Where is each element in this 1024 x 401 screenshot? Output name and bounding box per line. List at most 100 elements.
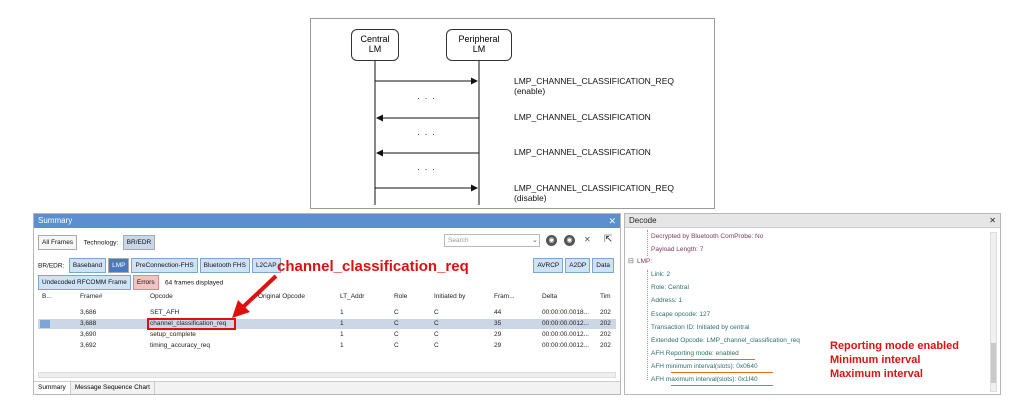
search-input[interactable]: Search: [444, 234, 540, 247]
peripheral-lm-label-2: LM: [472, 44, 486, 54]
table-row[interactable]: 3,688 channel_classification_req 1 C C 3…: [38, 319, 616, 329]
cell-initiated-by: C: [434, 320, 439, 327]
peripheral-lm-box: Peripheral LM: [446, 29, 512, 61]
decode-line[interactable]: Address: 1: [651, 297, 683, 304]
cell-role: C: [394, 309, 399, 316]
tab-preconnection-fhs[interactable]: PreConnection-FHS: [131, 258, 198, 274]
tab-baseband[interactable]: Baseband: [68, 258, 107, 274]
decode-line[interactable]: AFH minimum interval(slots): 0x0640: [651, 363, 758, 370]
cell-role: C: [394, 331, 399, 338]
decode-line[interactable]: Transaction ID: Initiated by central: [651, 324, 750, 331]
cell-opcode: setup_complete: [150, 331, 196, 338]
tree-guide: [647, 230, 648, 256]
decode-line[interactable]: AFH Reporting mode: enabled: [651, 350, 739, 357]
tab-data[interactable]: Data: [592, 258, 614, 274]
tab-bluetooth-fhs[interactable]: Bluetooth FHS: [199, 258, 250, 274]
sequence-diagram: Central LM Peripheral LM LMP_CHANNEL_CLA…: [310, 18, 715, 209]
all-frames-button[interactable]: All Frames: [38, 235, 78, 251]
central-lm-label-2: LM: [368, 44, 382, 54]
central-lm-label-1: Central: [360, 34, 390, 44]
decode-line[interactable]: LMP:: [637, 258, 653, 265]
tab-a2dp[interactable]: A2DP: [565, 258, 591, 274]
peripheral-lm-label-1: Peripheral: [458, 34, 500, 44]
msg3-label: LMP_CHANNEL_CLASSIFICATION: [514, 147, 651, 157]
col-role[interactable]: Role: [394, 293, 408, 300]
dots-3: · · ·: [417, 164, 436, 174]
col-lt-addr[interactable]: LT_Addr: [340, 293, 365, 300]
maximum-underline: [671, 385, 773, 386]
col-opcode[interactable]: Opcode: [150, 293, 173, 300]
cell-fram: 44: [494, 309, 502, 316]
close-filter-icon[interactable]: ✕: [584, 235, 591, 244]
decode-title: Decode: [629, 216, 657, 225]
col-b[interactable]: B...: [42, 293, 52, 300]
technology-value-button[interactable]: BR/EDR: [122, 235, 156, 251]
scroll-thumb[interactable]: [991, 343, 996, 383]
table-row[interactable]: 3,690 setup_complete 1 C C 29 00:00:00.0…: [38, 330, 616, 340]
col-fram[interactable]: Fram...: [494, 293, 515, 300]
col-time[interactable]: Tim: [600, 293, 611, 300]
undecoded-rfcomm-button[interactable]: Undecoded RFCOMM Frame: [38, 275, 131, 291]
errors-button[interactable]: Errors: [132, 275, 159, 291]
technology-label: Technology:: [83, 239, 119, 247]
horizontal-scrollbar[interactable]: [38, 372, 616, 378]
decode-line[interactable]: Escape opcode: 127: [651, 311, 711, 318]
cell-time: 202: [600, 342, 611, 349]
cell-fram: 29: [494, 342, 502, 349]
cell-frame: 3,692: [80, 342, 97, 349]
cell-opcode: timing_accuracy_req: [150, 342, 210, 349]
col-delta[interactable]: Delta: [542, 293, 558, 300]
col-frame[interactable]: Frame#: [80, 293, 103, 300]
close-icon[interactable]: ✕: [989, 216, 996, 225]
central-lm-box: Central LM: [351, 29, 399, 61]
cell-lt-addr: 1: [340, 309, 344, 316]
table-header: B... Frame# Opcode Original Opcode LT_Ad…: [38, 293, 616, 305]
sequence-lines: [374, 61, 480, 205]
tab-avrcp[interactable]: AVRCP: [533, 258, 564, 274]
decode-titlebar: Decode ✕: [625, 214, 1000, 228]
decode-line[interactable]: Payload Length: 7: [651, 246, 704, 253]
callout-arrow: [232, 274, 278, 318]
cell-initiated-by: C: [434, 342, 439, 349]
tab-message-sequence-chart[interactable]: Message Sequence Chart: [71, 382, 155, 394]
play-icon[interactable]: ◉: [546, 235, 557, 246]
cell-fram: 29: [494, 331, 502, 338]
minimum-underline: [671, 372, 773, 373]
decode-line[interactable]: AFH maximum interval(slots): 0x1f40: [651, 376, 758, 383]
msg1-label: LMP_CHANNEL_CLASSIFICATION_REQ: [514, 76, 674, 86]
cell-time: 202: [600, 309, 611, 316]
cell-time: 202: [600, 331, 611, 338]
decode-line[interactable]: Link: 2: [651, 271, 671, 278]
table-row[interactable]: 3,692 timing_accuracy_req 1 C C 29 00:00…: [38, 341, 616, 351]
expand-icon[interactable]: ⊟: [628, 258, 634, 265]
cell-lt-addr: 1: [340, 320, 344, 327]
decode-line[interactable]: Decrypted by Bluetooth ComProbe: No: [651, 233, 764, 240]
dots-2: · · ·: [417, 129, 436, 139]
cell-fram: 35: [494, 320, 502, 327]
close-icon[interactable]: ✕: [608, 216, 616, 226]
maximum-annotation: Maximum interval: [830, 368, 923, 380]
vertical-scrollbar[interactable]: [990, 232, 997, 392]
tab-l2cap[interactable]: L2CAP: [251, 258, 281, 274]
tab-lmp[interactable]: LMP: [108, 258, 130, 274]
cell-delta: 00:00:00.0012...: [542, 342, 589, 349]
col-initiated-by[interactable]: Initiated by: [434, 293, 466, 300]
stop-icon[interactable]: ◉: [564, 235, 575, 246]
col-original-opcode[interactable]: Original Opcode: [258, 293, 305, 300]
cell-lt-addr: 1: [340, 342, 344, 349]
minimum-annotation: Minimum interval: [830, 354, 921, 366]
decode-line[interactable]: Role: Central: [651, 284, 689, 291]
reporting-underline: [675, 359, 755, 360]
opcode-highlight-box: [147, 318, 236, 330]
chevron-down-icon[interactable]: ⌄: [532, 237, 538, 244]
tab-summary[interactable]: Summary: [34, 382, 71, 394]
export-icon[interactable]: ⇱: [604, 234, 613, 245]
cell-lt-addr: 1: [340, 331, 344, 338]
cell-time: 202: [600, 320, 611, 327]
msg4-sublabel: (disable): [514, 193, 547, 203]
table-row[interactable]: 3,686 SET_AFH 1 C C 44 00:00:00.0018... …: [38, 308, 616, 318]
callout-label: channel_classification_req: [277, 258, 469, 275]
decode-line[interactable]: Extended Opcode: LMP_channel_classificat…: [651, 337, 800, 344]
